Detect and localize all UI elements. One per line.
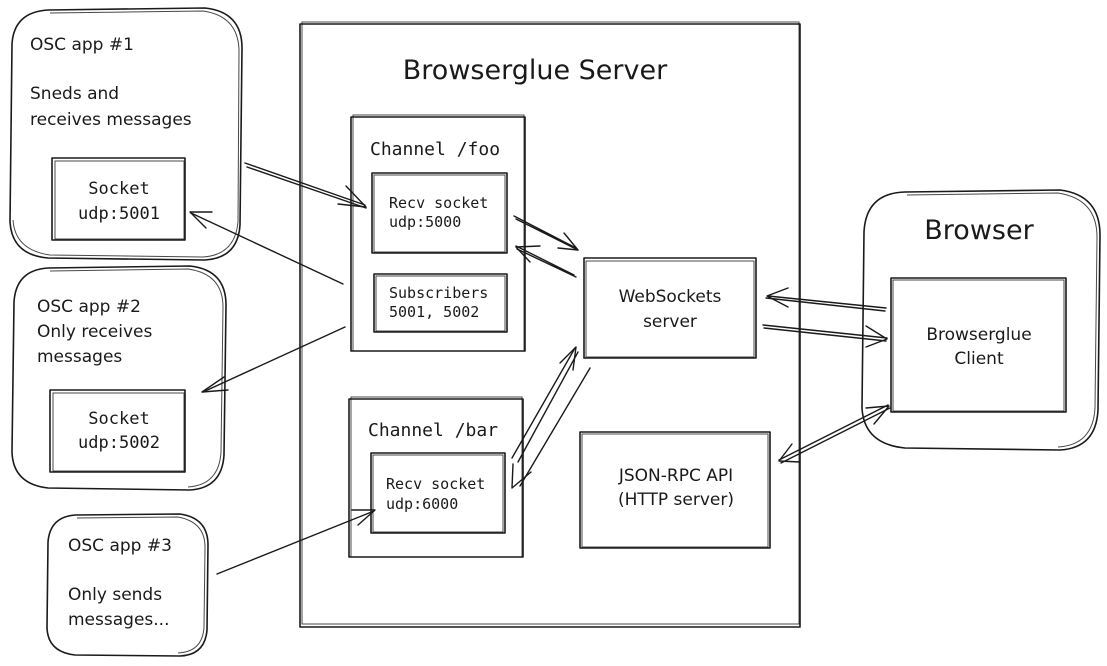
server-title: Browserglue Server [403, 55, 668, 86]
channel-foo: Channel /foo Recv socket udp:5000 Subscr… [350, 114, 526, 352]
jsonrpc-line-2: (HTTP server) [618, 490, 734, 510]
osc-app-1-title: OSC app #1 [30, 35, 134, 55]
osc-app-1-desc-2: receives messages [30, 110, 192, 130]
arrow-app1-to-recv5000 [244, 162, 367, 209]
recv-socket-6000: Recv socket udp:6000 [370, 452, 506, 534]
socket-5002-label: Socket [88, 409, 149, 429]
recv-socket-6000-label: Recv socket [386, 475, 485, 493]
recv-socket-5000-port: udp:5000 [389, 213, 461, 231]
client-line-1: Browserglue [926, 325, 1031, 345]
recv-socket-5000: Recv socket udp:5000 [371, 172, 508, 254]
arrow-client-to-websockets [765, 287, 887, 312]
osc-app-3: OSC app #3 Only sends messages... [46, 513, 209, 657]
browserglue-server: Browserglue Server Channel /foo Recv soc… [299, 21, 801, 628]
arrow-app3-to-recv6000 [216, 509, 376, 575]
osc-app-3-desc-1: Only sends [68, 585, 162, 605]
arrow-jsonrpc-client-bidirectional [778, 404, 891, 464]
websockets-line-1: WebSockets [619, 287, 722, 307]
subscribers-box: Subscribers 5001, 5002 [373, 273, 508, 333]
arrow-websockets-to-recv5000 [515, 245, 577, 278]
osc-app-2: OSC app #2 Only receives messages Socket… [11, 265, 227, 491]
browser: Browser Browserglue Client [861, 189, 1101, 451]
websockets-server: WebSockets server [583, 257, 757, 359]
recv-socket-5000-label: Recv socket [389, 194, 488, 212]
browser-title: Browser [924, 215, 1034, 246]
arrow-recv5000-to-websockets [513, 215, 579, 251]
subscribers-label: Subscribers [389, 284, 488, 302]
browserglue-client: Browserglue Client [890, 277, 1067, 413]
socket-5002: Socket udp:5002 [49, 389, 186, 473]
socket-5001-port: udp:5001 [78, 204, 160, 224]
osc-app-2-desc-1: Only receives [37, 322, 152, 342]
arrow-channel-to-socket5001 [189, 211, 344, 285]
arrow-recv6000-websockets-bidirectional [511, 346, 591, 489]
socket-5001: Socket udp:5001 [51, 157, 186, 241]
jsonrpc-api: JSON-RPC API (HTTP server) [579, 431, 771, 549]
arrow-channel-to-socket5002 [201, 326, 346, 393]
osc-app-1: OSC app #1 Sneds and receives messages S… [9, 7, 243, 261]
channel-bar: Channel /bar Recv socket udp:6000 [348, 396, 524, 558]
websockets-line-2: server [643, 312, 697, 332]
client-line-2: Client [954, 349, 1004, 369]
recv-socket-6000-port: udp:6000 [386, 495, 458, 513]
channel-bar-title: Channel /bar [368, 420, 498, 441]
osc-app-3-title: OSC app #3 [68, 536, 172, 556]
socket-5002-port: udp:5002 [78, 433, 160, 453]
socket-5001-label: Socket [88, 179, 149, 199]
arrow-websockets-to-client [762, 324, 888, 348]
channel-foo-title: Channel /foo [370, 139, 500, 160]
jsonrpc-line-1: JSON-RPC API [618, 466, 733, 486]
subscribers-ports: 5001, 5002 [389, 303, 479, 321]
osc-app-2-desc-2: messages [37, 347, 122, 367]
osc-app-2-title: OSC app #2 [37, 297, 141, 317]
osc-app-3-desc-2: messages... [68, 610, 169, 630]
osc-app-1-desc-1: Sneds and [30, 84, 119, 104]
